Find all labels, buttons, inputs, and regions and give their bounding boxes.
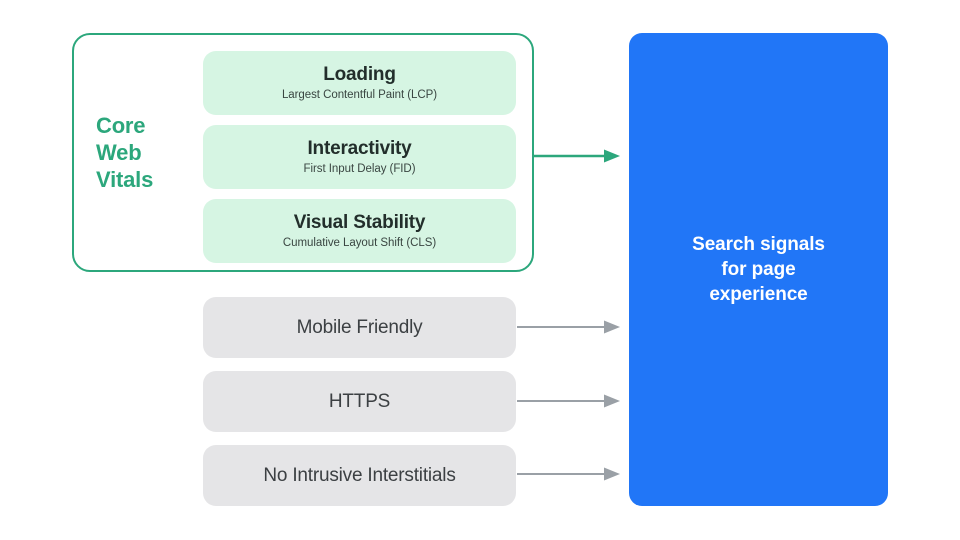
vital-card-title: Visual Stability	[293, 212, 426, 233]
signal-card-no-intrusive-interstitials: No Intrusive Interstitials	[203, 445, 516, 506]
vital-card-title: Loading	[323, 64, 396, 85]
signal-card-label: Mobile Friendly	[296, 317, 423, 338]
signal-card-mobile-friendly: Mobile Friendly	[203, 297, 516, 358]
vital-card-visual-stability: Visual Stability Cumulative Layout Shift…	[203, 199, 516, 263]
signal-card-label: No Intrusive Interstitials	[263, 465, 456, 486]
core-web-vitals-group-label: Core Web Vitals	[96, 112, 192, 193]
arrow-https-to-destination	[517, 394, 620, 408]
vital-card-subtitle: First Input Delay (FID)	[303, 163, 416, 175]
signal-card-https: HTTPS	[203, 371, 516, 432]
search-signals-destination-label: Search signals for page experience	[674, 232, 843, 307]
core-web-vitals-label-line-3: Vitals	[96, 167, 154, 192]
core-web-vitals-group	[72, 33, 534, 272]
arrow-mobile-friendly-to-destination	[517, 320, 620, 334]
destination-line-3: experience	[709, 284, 808, 305]
vital-card-subtitle: Largest Contentful Paint (LCP)	[281, 89, 438, 101]
destination-line-2: for page	[721, 259, 796, 280]
core-web-vitals-label-line-2: Web	[96, 140, 142, 165]
vital-card-loading: Loading Largest Contentful Paint (LCP)	[203, 51, 516, 115]
vital-card-interactivity: Interactivity First Input Delay (FID)	[203, 125, 516, 189]
core-web-vitals-label-line-1: Core	[96, 113, 146, 138]
search-signals-destination-box: Search signals for page experience	[629, 33, 888, 506]
vital-card-subtitle: Cumulative Layout Shift (CLS)	[282, 237, 437, 249]
destination-line-1: Search signals	[692, 234, 825, 255]
signal-card-label: HTTPS	[328, 391, 391, 412]
vital-card-title: Interactivity	[307, 138, 412, 159]
arrow-core-web-vitals-to-destination	[534, 149, 620, 163]
arrow-no-intrusive-interstitials-to-destination	[517, 467, 620, 481]
